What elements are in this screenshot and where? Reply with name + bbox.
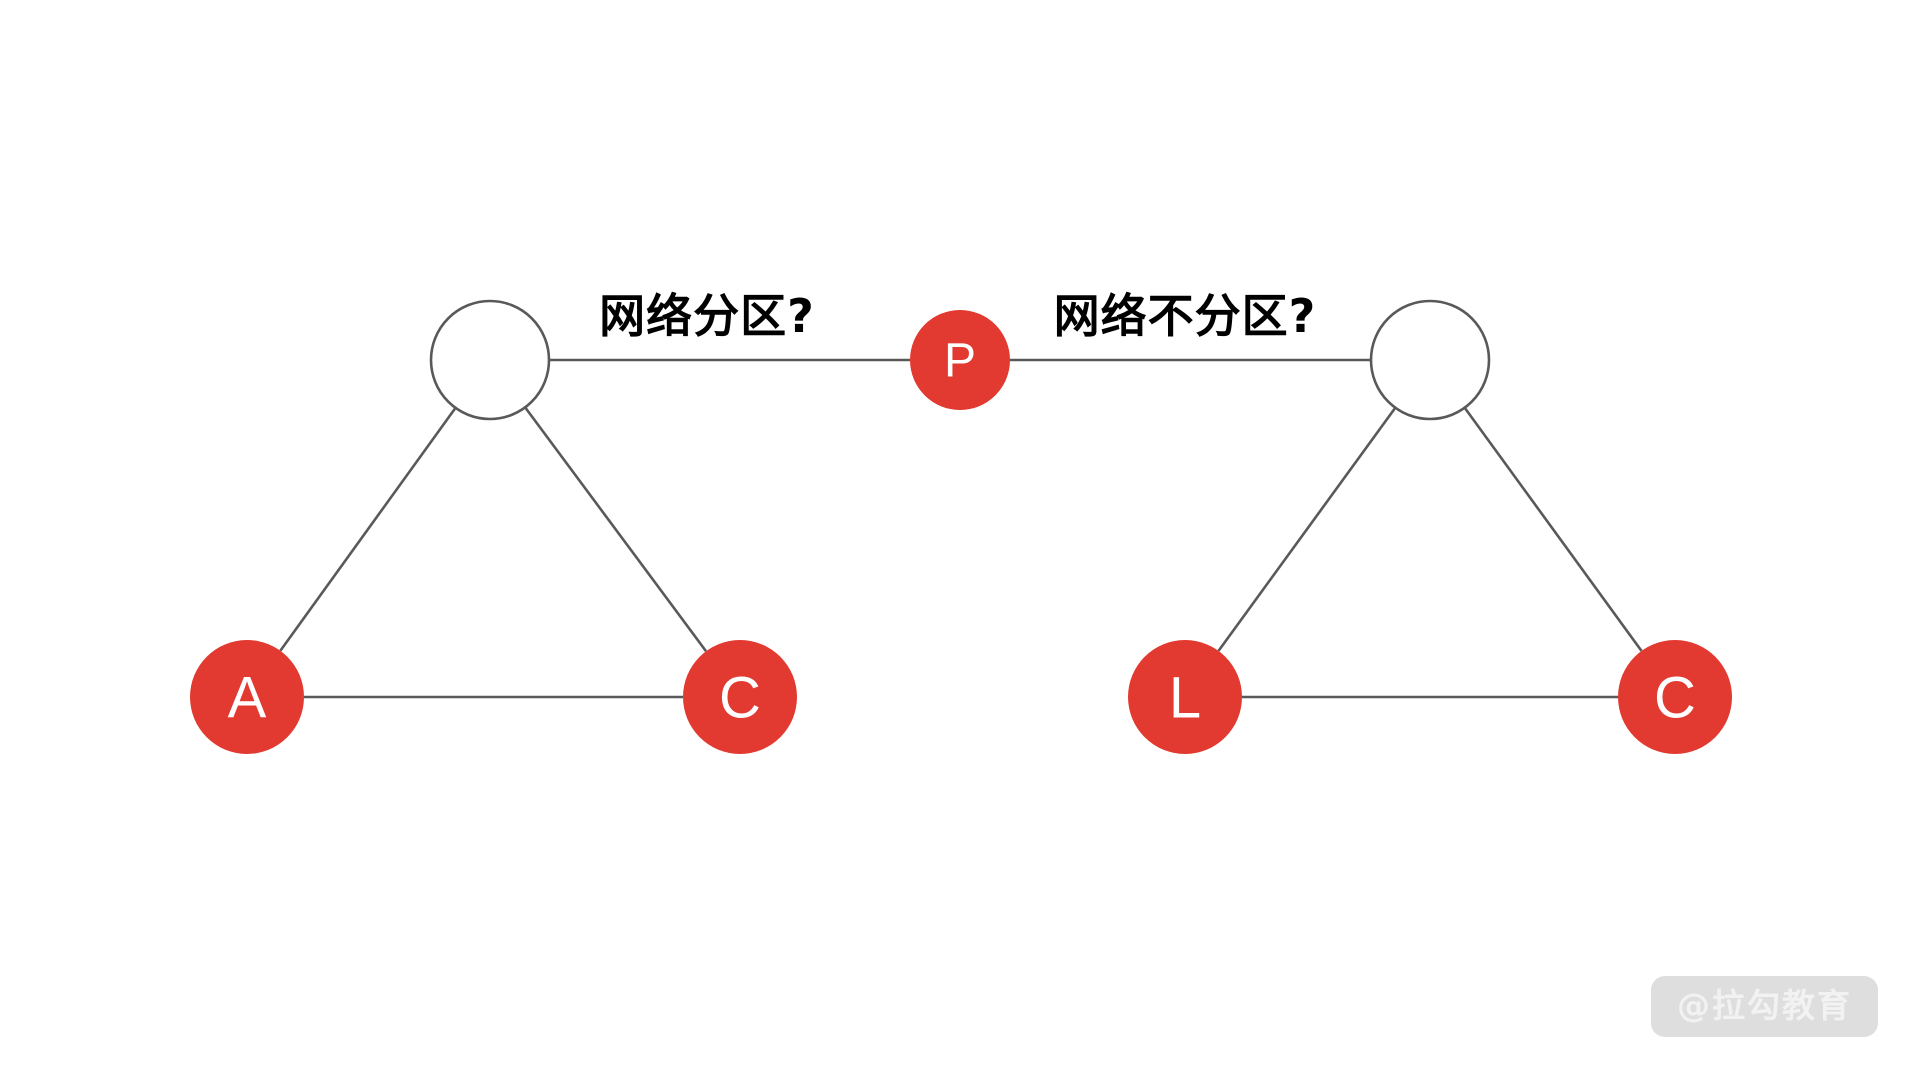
node-center-p[interactable] [910, 310, 1010, 410]
edge-right-top-to-c [1463, 406, 1643, 652]
edge-left-top-to-c [524, 406, 708, 652]
node-right-l-group[interactable]: L [1128, 640, 1242, 754]
node-left-a[interactable] [190, 640, 304, 754]
edge-label-network-partition: 网络分区? [599, 289, 815, 343]
node-right-c-group[interactable]: C [1618, 640, 1732, 754]
left-group-nodes: A C [190, 299, 797, 754]
node-right-c-label: C [1654, 666, 1696, 731]
node-right-l[interactable] [1128, 640, 1242, 754]
node-left-a-label: A [228, 666, 267, 731]
edge-left-top-to-a [279, 407, 457, 652]
node-right-l-label: L [1169, 666, 1201, 731]
node-right-c[interactable] [1618, 640, 1732, 754]
node-center-p-label: P [944, 335, 976, 388]
node-left-c-group[interactable]: C [683, 640, 797, 754]
right-group-nodes: L C [1128, 299, 1732, 754]
edge-right-top-to-l [1217, 406, 1397, 652]
right-group-edges [1217, 406, 1643, 699]
node-left-top[interactable] [429, 299, 551, 421]
edge-label-network-no-partition: 网络不分区? [1054, 289, 1317, 343]
node-left-c-label: C [719, 666, 761, 731]
left-group-edges [279, 406, 708, 699]
node-left-c[interactable] [683, 640, 797, 754]
node-left-a-group[interactable]: A [190, 640, 304, 754]
node-right-top[interactable] [1369, 299, 1491, 421]
watermark-badge: @拉勾教育 [1651, 976, 1878, 1037]
node-center-p-group[interactable]: P [910, 310, 1010, 410]
